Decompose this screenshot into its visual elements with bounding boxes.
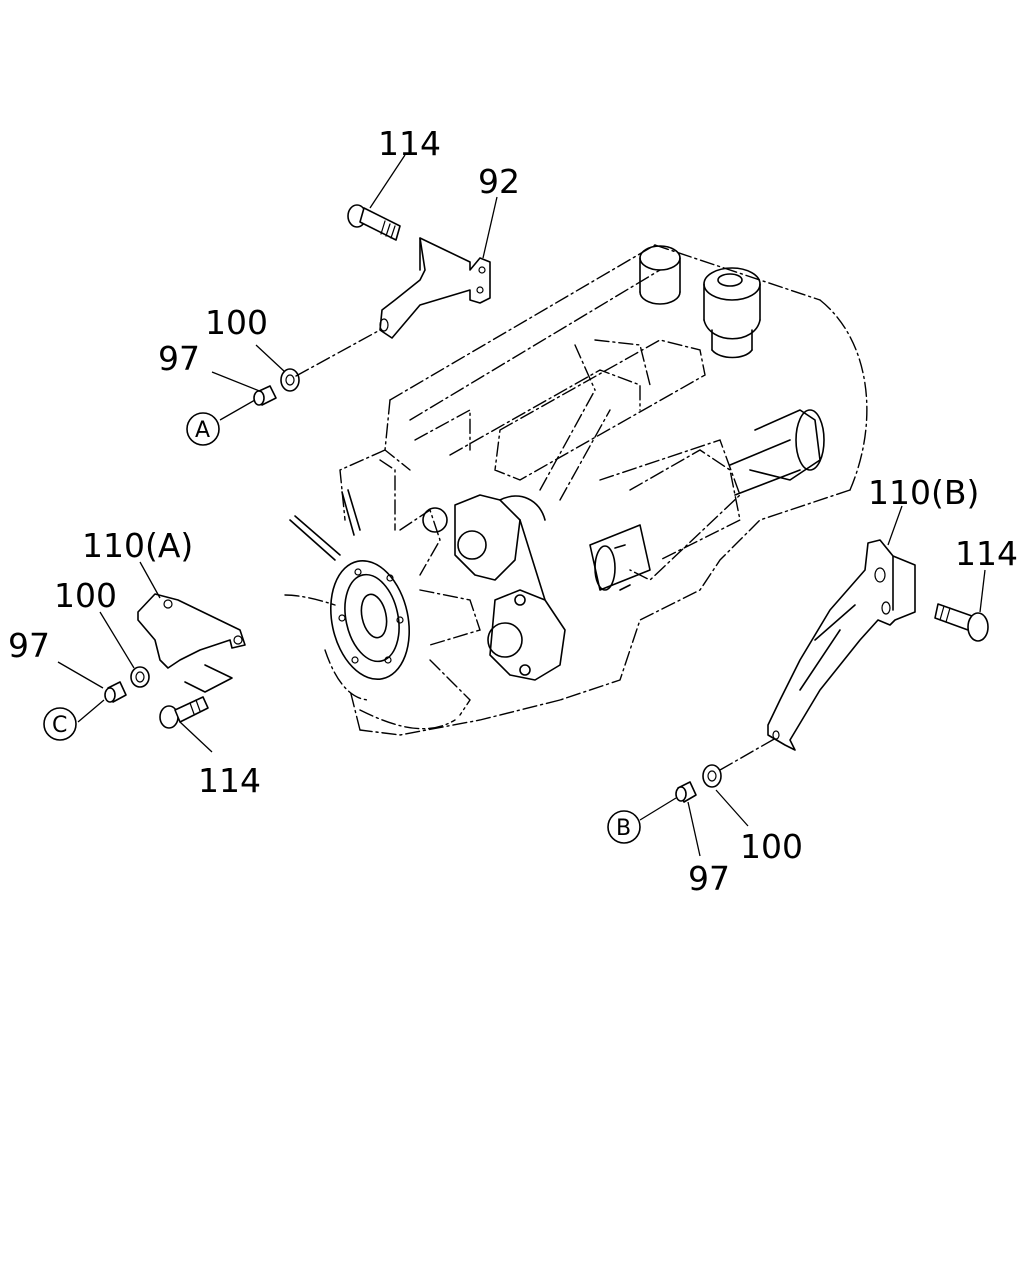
ref-circle-a bbox=[186, 412, 220, 446]
bracket-92 bbox=[379, 237, 491, 339]
label-left-bracket: 110(A) bbox=[82, 526, 193, 565]
washer-100-top bbox=[280, 368, 300, 392]
washer-100-right bbox=[702, 764, 722, 788]
label-top-collar: 97 bbox=[158, 339, 200, 378]
label-top-bolt: 114 bbox=[378, 124, 441, 163]
label-ref-b: B bbox=[616, 816, 631, 841]
collar-97-left bbox=[104, 681, 127, 703]
bracket-110a bbox=[137, 593, 246, 693]
label-right-bracket: 110(B) bbox=[868, 473, 979, 512]
bolt-114-left bbox=[159, 696, 209, 729]
right-bracket-group bbox=[607, 505, 989, 857]
top-bracket-group bbox=[186, 154, 498, 446]
collar-97-right bbox=[675, 781, 697, 803]
ref-circle-b bbox=[607, 810, 641, 844]
bracket-110b bbox=[767, 539, 916, 751]
ref-circle-c bbox=[43, 707, 77, 741]
label-right-collar: 97 bbox=[688, 859, 730, 898]
collar-97-top bbox=[253, 385, 277, 406]
label-top-washer: 100 bbox=[205, 303, 268, 342]
left-bracket-group bbox=[43, 561, 246, 753]
label-right-bolt: 114 bbox=[955, 534, 1018, 573]
label-ref-c: C bbox=[52, 713, 67, 738]
label-top-bracket: 92 bbox=[478, 162, 520, 201]
label-right-washer: 100 bbox=[740, 827, 803, 866]
engine-assembly bbox=[284, 244, 868, 736]
label-left-washer: 100 bbox=[54, 576, 117, 615]
label-ref-a: A bbox=[195, 418, 210, 443]
label-left-bolt: 114 bbox=[198, 761, 261, 800]
bolt-114-top bbox=[347, 204, 401, 241]
bolt-114-right bbox=[934, 603, 989, 642]
washer-100-left bbox=[130, 666, 150, 688]
label-left-collar: 97 bbox=[8, 626, 50, 665]
